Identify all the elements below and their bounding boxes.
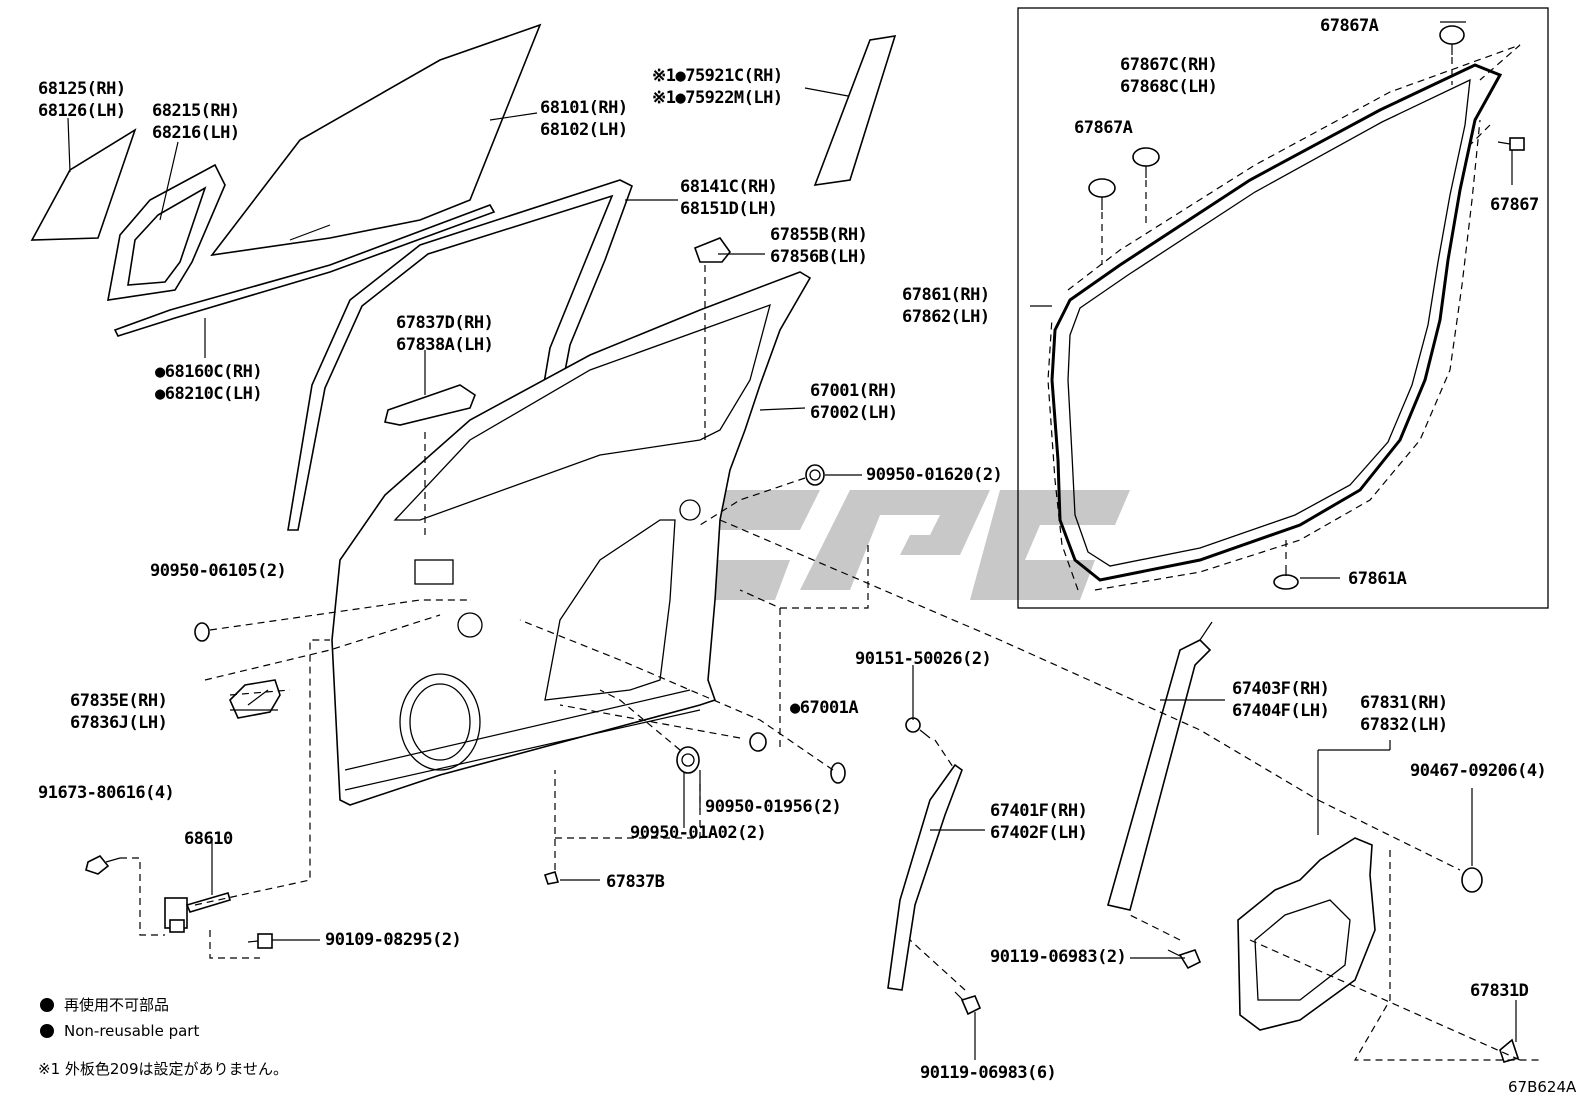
part-label: 67831(RH) [1360, 693, 1448, 713]
part-label: 67838A(LH) [396, 335, 493, 355]
bolt-icon [954, 991, 982, 1016]
frame-bracket [693, 237, 732, 263]
part-label: 67867A [1320, 16, 1379, 36]
part-label: ※1●75921C(RH) [652, 66, 783, 86]
clip-icon [1439, 25, 1465, 55]
outside-handle-cover [229, 679, 281, 719]
window-regulator-rail [887, 763, 963, 991]
part-label: 90119-06983(6) [920, 1063, 1056, 1083]
part-label: 67867A [1074, 118, 1133, 138]
part-label: 67861A [1348, 569, 1407, 589]
part-label: 90109-08295(2) [325, 930, 461, 950]
part-label: 90151-50026(2) [855, 649, 991, 669]
quarter-glass [30, 128, 137, 241]
part-label: ●68210C(LH) [155, 384, 262, 404]
part-label: 67836J(LH) [70, 713, 167, 733]
door-frame-seal [384, 384, 476, 426]
part-label: 68215(RH) [152, 101, 240, 121]
part-label: 68610 [184, 829, 233, 849]
clip-icon [1499, 1038, 1520, 1063]
clip-icon [1273, 565, 1299, 590]
clip [830, 762, 846, 784]
nonreusable-dot [40, 1024, 54, 1038]
bolt-icon [1167, 949, 1202, 970]
hole-plug [805, 464, 825, 486]
part-label: 67837D(RH) [396, 313, 493, 333]
part-label: 67831D [1470, 981, 1529, 1001]
part-label: 67856B(LH) [770, 247, 867, 267]
part-label: 67855B(RH) [770, 225, 867, 245]
part-label: 90950-01620(2) [866, 465, 1002, 485]
hole-plug [749, 732, 767, 752]
rear-channel-rail [1107, 639, 1212, 911]
part-label: 67832(LH) [1360, 715, 1448, 735]
footnote: ※1 外板色209は設定がありません。 [38, 1060, 288, 1078]
assembly-lines [120, 44, 1540, 1061]
diagram-code: 67B624A [1508, 1078, 1577, 1096]
part-label: 68101(RH) [540, 98, 628, 118]
part-label: 68216(LH) [152, 123, 240, 143]
hole-plug [676, 746, 700, 774]
quarter-window-frame [107, 163, 226, 301]
part-label: 67402F(LH) [990, 823, 1087, 843]
part-label: 67867 [1490, 195, 1539, 215]
service-hole-cover [1237, 837, 1376, 1031]
part-label: 90950-01956(2) [705, 797, 841, 817]
clip-icon [1088, 178, 1116, 210]
bolt-icon [247, 933, 273, 949]
part-label: 67862(LH) [902, 307, 990, 327]
part-label: 67403F(RH) [1232, 679, 1329, 699]
part-label: 90950-01A02(2) [630, 823, 766, 843]
leader-lines [67, 21, 1517, 1060]
clip-icon [1497, 137, 1525, 151]
part-label: 67861(RH) [902, 285, 990, 305]
part-label: 68141C(RH) [680, 177, 777, 197]
part-label: 90950-06105(2) [150, 561, 286, 581]
hole-plug [194, 622, 210, 642]
part-label: 67867C(RH) [1120, 55, 1217, 75]
part-label: 67837B [606, 872, 665, 892]
part-label: 67002(LH) [810, 403, 898, 423]
part-label: 67868C(LH) [1120, 77, 1217, 97]
door-check-assembly [164, 892, 231, 933]
legend-en: Non-reusable part [64, 1022, 199, 1040]
part-label: 68151D(LH) [680, 199, 777, 219]
part-label: 67835E(RH) [70, 691, 167, 711]
part-label: 68125(RH) [38, 79, 126, 99]
legend-jp: 再使用不可部品 [64, 996, 169, 1014]
nonreusable-dot [40, 998, 54, 1012]
part-label: ●67001A [790, 698, 858, 718]
part-label: 67401F(RH) [990, 801, 1087, 821]
clip-icon [1132, 147, 1160, 178]
part-label: 68102(LH) [540, 120, 628, 140]
front-door-panel [331, 271, 812, 806]
weatherstrip-inset-box [1017, 7, 1549, 609]
part-label: 90467-09206(4) [1410, 761, 1546, 781]
part-labels: 68125(RH) 68126(LH) 68215(RH) 68216(LH) … [38, 16, 1547, 1083]
belt-moulding [113, 204, 496, 337]
part-label: 68126(LH) [38, 101, 126, 121]
part-label: 91673-80616(4) [38, 783, 174, 803]
clip [543, 871, 560, 885]
part-label: ※1●75922M(LH) [652, 88, 783, 108]
part-label: 67404F(LH) [1232, 701, 1329, 721]
part-label: 90119-06983(2) [990, 947, 1126, 967]
part-label: 67001(RH) [810, 381, 898, 401]
screw-icon [905, 717, 931, 739]
door-weatherstrip [1050, 63, 1503, 582]
door-glass [210, 23, 542, 257]
bolt-icon [85, 854, 121, 875]
pillar-garnish [813, 35, 897, 186]
nut-icon [1461, 867, 1483, 893]
part-label: ●68160C(RH) [155, 362, 262, 382]
